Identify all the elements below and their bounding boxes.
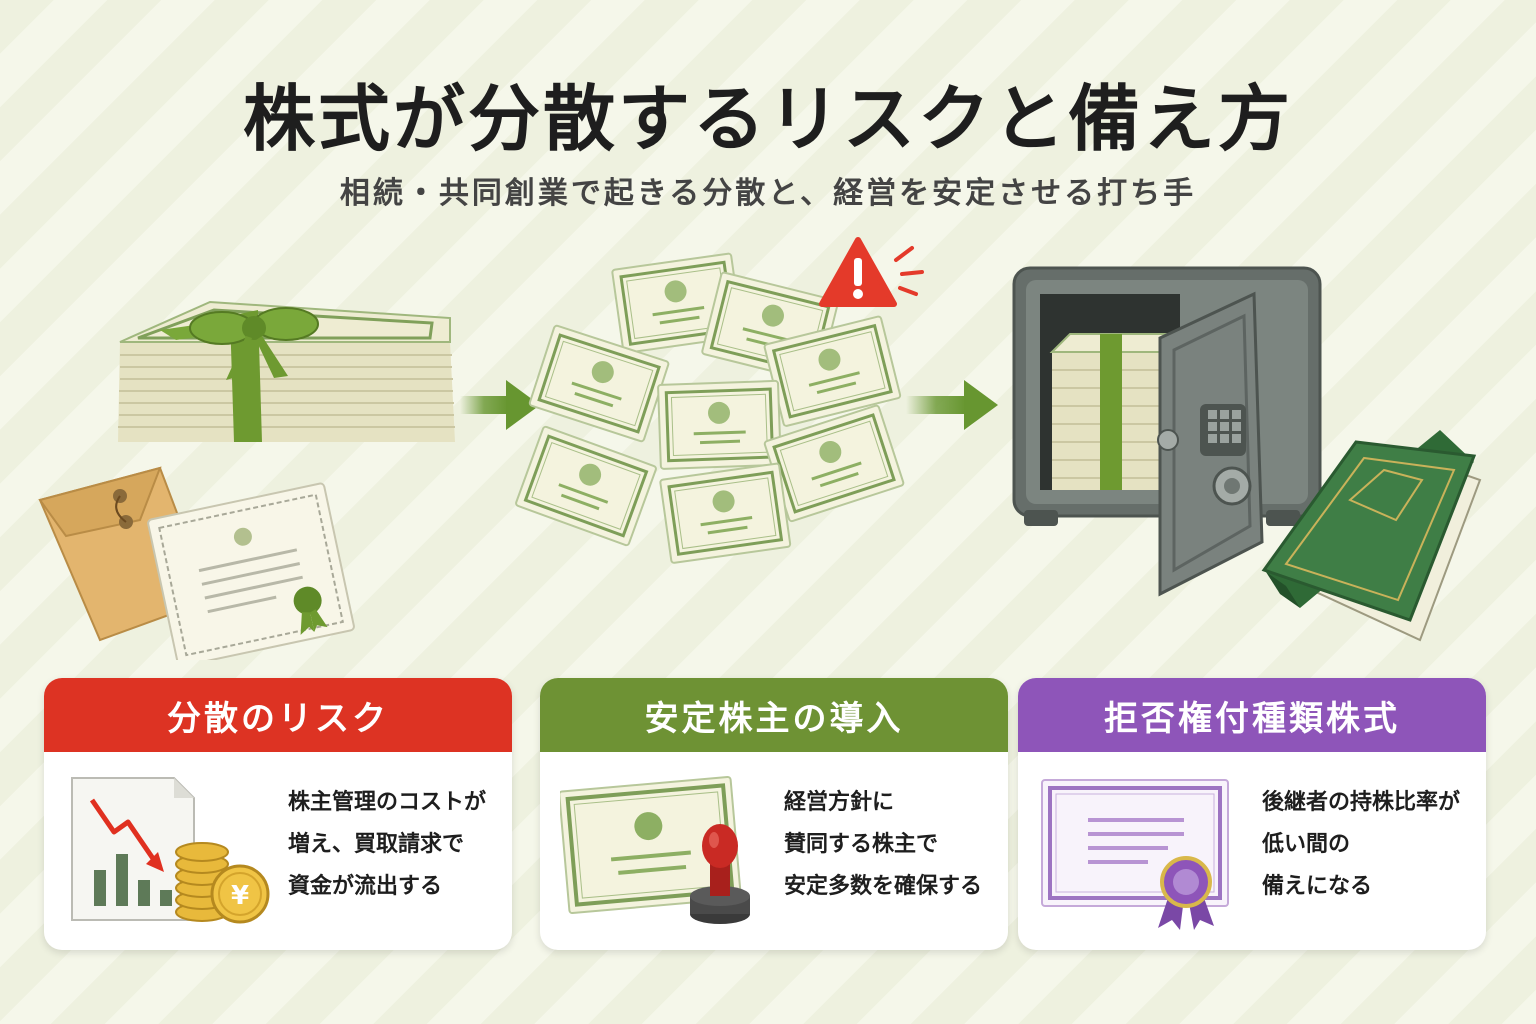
warning-icon	[819, 237, 924, 307]
yen-symbol: ¥	[231, 881, 249, 911]
certificate-rosette-icon	[1041, 779, 1229, 930]
card-description: 後継者の持株比率が 低い間の 備えになる	[1262, 782, 1482, 908]
card-text-line: 低い間の	[1262, 832, 1351, 857]
card-veto-class-shares: 拒否権付種類株式 後継者の持株比率が 低い間の 備えになる	[1018, 678, 1486, 950]
page-title: 株式が分散するリスクと備え方	[242, 77, 1293, 161]
illustration-scene	[38, 237, 1482, 660]
card-text-line: 後継者の持株比率が	[1262, 790, 1461, 815]
card-dispersion-risk: 分散のリスク ¥ 株主管理のコストが 増え、買取請求	[44, 678, 512, 950]
ledger-book-icon	[1261, 430, 1482, 642]
share-certificate-icon	[147, 482, 355, 660]
certificate-stamp-icon	[560, 775, 750, 924]
declining-chart-coins-icon: ¥	[71, 777, 270, 924]
card-heading: 分散のリスク	[44, 678, 512, 752]
card-text-line: 賛同する株主で	[784, 832, 939, 857]
page-subtitle: 相続・共同創業で起きる分散と、経営を安定させる打ち手	[339, 176, 1197, 211]
card-text-line: 株主管理のコストが	[288, 790, 487, 815]
card-text-line: 備えになる	[1262, 874, 1373, 899]
arrow-right-icon	[906, 380, 998, 430]
card-description: 株主管理のコストが 増え、買取請求で 資金が流出する	[288, 782, 508, 908]
card-stable-shareholders: 安定株主の導入 経営方針に 賛同する株主で 安定多数を確保する	[540, 678, 1008, 950]
arrow-right-icon	[460, 380, 540, 430]
safe-icon	[1012, 266, 1322, 597]
card-description: 経営方針に 賛同する株主で 安定多数を確保する	[784, 782, 1004, 908]
card-text-line: 資金が流出する	[288, 874, 443, 899]
card-heading: 安定株主の導入	[540, 678, 1008, 752]
card-text-line: 安定多数を確保する	[784, 874, 983, 899]
card-text-line: 経営方針に	[784, 790, 895, 815]
certificate-bundle-icon	[118, 300, 455, 442]
card-heading: 拒否権付種類株式	[1018, 678, 1486, 752]
card-text-line: 増え、買取請求で	[288, 832, 465, 857]
